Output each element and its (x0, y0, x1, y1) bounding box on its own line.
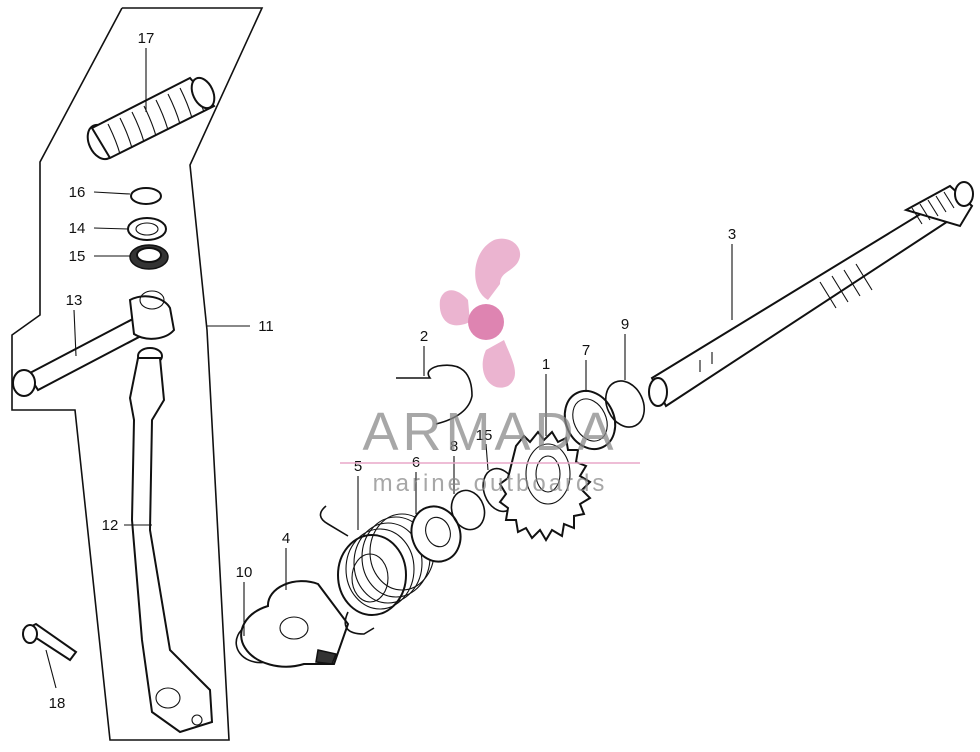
circlip-8 (450, 489, 486, 531)
kick-starter-spindle (648, 181, 974, 408)
callout-11: 11 (258, 318, 274, 335)
callout-18: 18 (49, 695, 66, 712)
callout-14: 14 (69, 220, 86, 237)
kick-starter-outline (11, 7, 264, 741)
callout-4: 4 (282, 530, 290, 547)
kick-ratchet (240, 580, 350, 668)
circlip-9 (604, 380, 646, 428)
washer-7 (563, 389, 617, 451)
watermark-tagline: marine outboards (373, 470, 608, 497)
kick-starter-gear (498, 430, 592, 542)
callout-3: 3 (728, 226, 736, 243)
kick-grip-rubber (86, 76, 216, 161)
callout-2: 2 (420, 328, 428, 345)
armada-watermark: ARMADA marine outboards (340, 238, 640, 497)
propeller-logo-icon (439, 238, 521, 388)
callout-10: 10 (236, 564, 253, 581)
callout-15-lower: 15 (476, 427, 493, 444)
callout-13: 13 (66, 292, 83, 309)
ratchet-guide-clip (396, 364, 473, 425)
kick-starter-spring (319, 505, 435, 635)
washers-stack (127, 187, 169, 270)
callout-15-upper: 15 (69, 248, 86, 265)
washer-6 (410, 505, 462, 563)
callout-17: 17 (138, 30, 155, 47)
callout-5: 5 (354, 458, 362, 475)
callout-7: 7 (582, 342, 590, 359)
callout-16: 16 (69, 184, 86, 201)
pinch-bolt (21, 622, 78, 662)
watermark-brand: ARMADA (362, 402, 617, 462)
callout-1: 1 (542, 356, 550, 373)
callout-8: 8 (450, 438, 458, 455)
kick-starter-arm (128, 347, 214, 734)
kick-arm-bolt (12, 290, 176, 397)
callout-9: 9 (621, 316, 629, 333)
callout-12: 12 (102, 517, 119, 534)
